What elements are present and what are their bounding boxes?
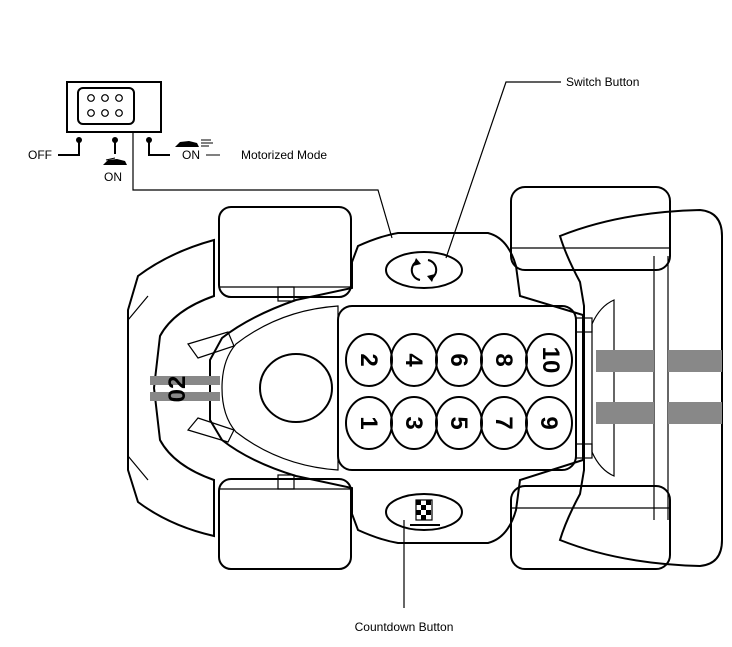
- car-number: 02: [164, 376, 191, 403]
- car-body-outline: [209, 232, 584, 544]
- rear-stripes: [596, 350, 722, 424]
- number-button-2[interactable]: 2: [345, 333, 393, 387]
- svg-text:1: 1: [355, 416, 382, 429]
- switch-button-label: Switch Button: [566, 75, 639, 89]
- car-nose: [127, 238, 215, 538]
- number-pad-panel: [337, 305, 577, 471]
- number-button-3[interactable]: 3: [390, 396, 438, 450]
- power-switch-panel: OFF ON ON Motorized Mode: [28, 81, 393, 239]
- rear-wing: [558, 208, 723, 568]
- front-wheel-bottom: [218, 478, 352, 570]
- number-button-7[interactable]: 7: [480, 396, 528, 450]
- svg-text:4: 4: [400, 353, 427, 367]
- number-button-6[interactable]: 6: [435, 333, 483, 387]
- svg-text:8: 8: [490, 353, 517, 366]
- switch-button-callout: Switch Button: [445, 75, 639, 259]
- checkered-flag-icon: [410, 499, 440, 526]
- switch-button[interactable]: [385, 251, 463, 289]
- svg-text:7: 7: [490, 416, 517, 429]
- race-car-icon: [175, 139, 213, 147]
- rotate-arrows-icon: [410, 258, 438, 282]
- countdown-button-callout: Countdown Button: [355, 520, 454, 634]
- motorized-mode-label: Motorized Mode: [241, 148, 327, 162]
- race-car-icon: [103, 157, 127, 165]
- on-label-right: ON: [182, 148, 200, 162]
- number-button-10[interactable]: 10: [525, 333, 573, 387]
- svg-text:3: 3: [400, 416, 427, 429]
- switch-holes-icon: [87, 94, 123, 117]
- toy-race-car: 02 2 4 6 8 10: [127, 186, 723, 570]
- countdown-button[interactable]: [385, 493, 463, 531]
- svg-text:5: 5: [445, 416, 472, 429]
- svg-text:6: 6: [445, 353, 472, 366]
- off-label: OFF: [28, 148, 52, 162]
- number-button-4[interactable]: 4: [390, 333, 438, 387]
- nose-stripes: [150, 376, 220, 401]
- number-buttons-bottom-row: 1 3 5 7 9: [345, 396, 573, 450]
- number-buttons-top-row: 2 4 6 8 10: [345, 333, 573, 387]
- number-button-5[interactable]: 5: [435, 396, 483, 450]
- number-button-8[interactable]: 8: [480, 333, 528, 387]
- countdown-button-label: Countdown Button: [355, 620, 454, 634]
- rear-wheel-bottom: [510, 485, 671, 570]
- number-button-9[interactable]: 9: [525, 396, 573, 450]
- number-button-1[interactable]: 1: [345, 396, 393, 450]
- front-wheel-top: [218, 206, 352, 298]
- on-label-middle: ON: [104, 170, 122, 184]
- rear-wheel-top: [510, 186, 671, 271]
- svg-text:2: 2: [355, 353, 382, 366]
- svg-text:9: 9: [535, 416, 562, 429]
- cockpit: [259, 353, 333, 423]
- svg-text:10: 10: [537, 347, 564, 374]
